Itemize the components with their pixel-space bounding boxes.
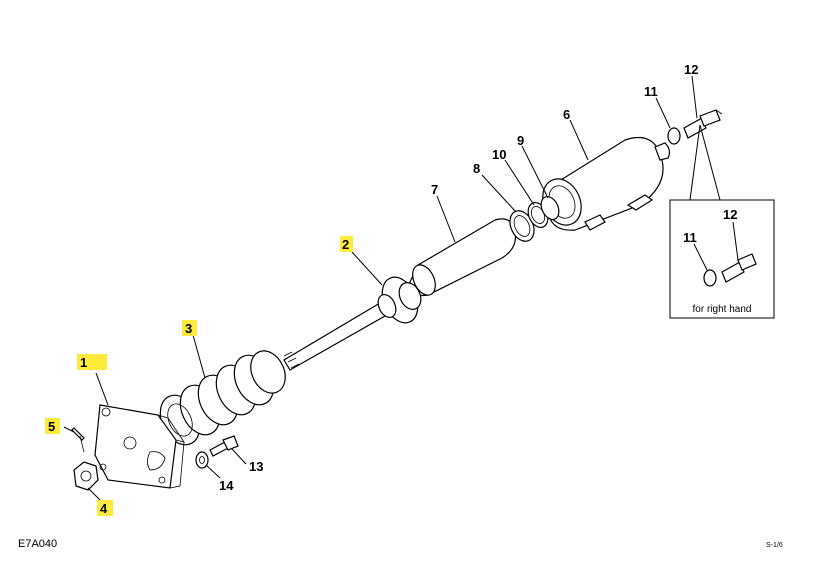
part-bolt[interactable] xyxy=(209,435,239,457)
highlight-5 xyxy=(45,418,60,434)
part-bracket-plate[interactable] xyxy=(94,404,185,489)
callout-14[interactable]: 14 xyxy=(219,478,234,493)
part-o-ring[interactable] xyxy=(667,127,681,145)
detail-box-right-hand: for right hand xyxy=(669,124,775,319)
part-grease-fitting[interactable] xyxy=(683,109,723,139)
part-tube[interactable] xyxy=(408,218,517,299)
callout-6[interactable]: 6 xyxy=(563,107,570,122)
leader-lines xyxy=(63,75,739,501)
highlight-2 xyxy=(340,236,353,252)
part-spring[interactable] xyxy=(153,345,292,451)
callout-8[interactable]: 8 xyxy=(473,161,480,176)
callout-11[interactable]: 11 xyxy=(644,84,658,99)
callout-10[interactable]: 10 xyxy=(492,147,506,162)
diagram-code: E7A040 xyxy=(18,538,57,550)
callout-3[interactable]: 3 xyxy=(185,321,192,336)
part-washer[interactable] xyxy=(195,451,209,469)
page-ref: S-1/6 xyxy=(766,542,783,549)
callout-11-detail[interactable]: 11 xyxy=(683,230,697,245)
part-cylinder-body[interactable] xyxy=(536,136,671,232)
callout-5[interactable]: 5 xyxy=(48,419,55,434)
highlight-4 xyxy=(97,500,113,516)
part-split-pin[interactable] xyxy=(71,427,85,453)
detail-o-ring xyxy=(703,269,717,287)
callout-1[interactable]: 1 xyxy=(80,355,87,370)
highlight-3 xyxy=(182,320,197,336)
callout-12[interactable]: 12 xyxy=(684,62,698,77)
part-piston-rod[interactable] xyxy=(283,271,425,371)
callout-12-detail[interactable]: 12 xyxy=(723,207,737,222)
part-nut[interactable] xyxy=(73,461,99,491)
callout-13[interactable]: 13 xyxy=(249,459,263,474)
detail-grease-fitting xyxy=(721,253,757,283)
callout-7[interactable]: 7 xyxy=(431,182,438,197)
callout-9[interactable]: 9 xyxy=(517,133,524,148)
callout-4[interactable]: 4 xyxy=(100,501,108,516)
detail-caption: for right hand xyxy=(693,304,752,315)
callout-2[interactable]: 2 xyxy=(342,237,349,252)
part-seal-ring-9[interactable] xyxy=(538,194,563,223)
highlight-1 xyxy=(77,354,107,370)
